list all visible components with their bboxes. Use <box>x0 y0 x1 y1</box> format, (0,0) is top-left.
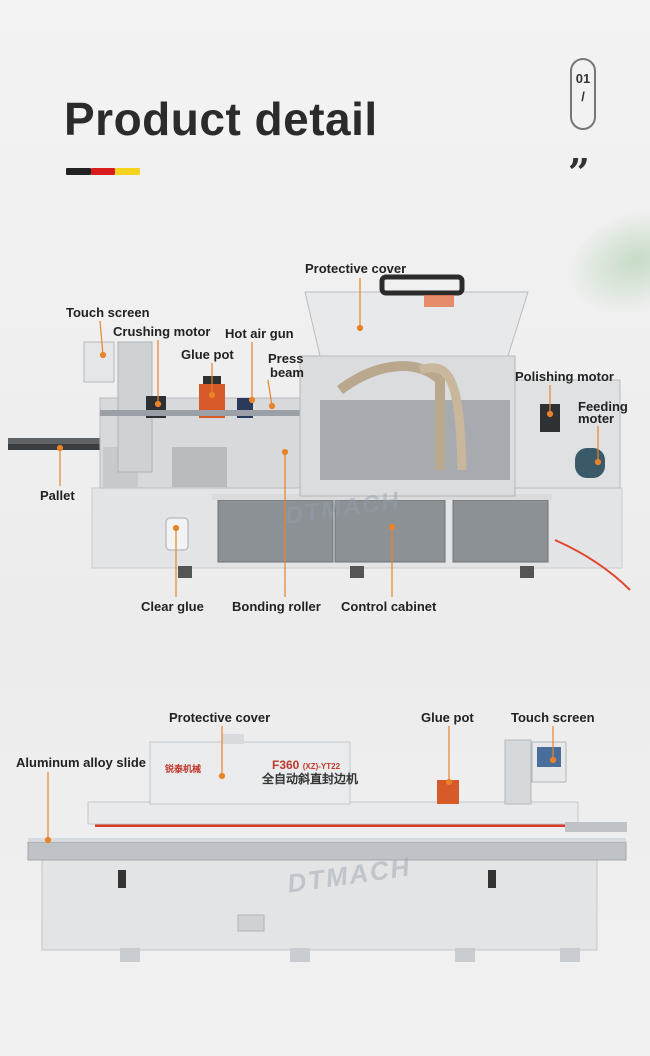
label-press-beam-1: Press <box>268 351 304 366</box>
label-glue-pot-1: Glue pot <box>181 347 234 362</box>
label-control-cabinet: Control cabinet <box>341 599 437 614</box>
quote-mark-icon: ” <box>568 150 590 195</box>
label-hot-air-gun: Hot air gun <box>225 326 294 341</box>
label-touch-screen-1: Touch screen <box>66 305 150 320</box>
label-protective-cover-2: Protective cover <box>169 710 271 725</box>
label-press-beam-2: beam <box>270 365 304 380</box>
machine2-chinese-name: 全自动斜直封边机 <box>262 772 359 786</box>
machine2-model-name: F360 <box>272 758 300 772</box>
edge-banding-machine-side <box>27 734 627 962</box>
label-feeding-motor-1: Feeding <box>578 399 628 414</box>
label-feeding-motor-2: moter <box>578 411 615 426</box>
label-pallet: Pallet <box>40 488 75 503</box>
label-bonding-roller: Bonding roller <box>232 599 321 614</box>
page-title: Product detail <box>64 93 378 145</box>
flag-black <box>66 168 91 175</box>
label-touch-screen-2: Touch screen <box>511 710 595 725</box>
label-crushing-motor: Crushing motor <box>113 324 211 339</box>
machine2-brand: 锐泰机械 <box>165 764 202 774</box>
label-glue-pot-2: Glue pot <box>421 710 474 725</box>
label-protective-cover-1: Protective cover <box>305 261 407 276</box>
label-polishing-motor: Polishing motor <box>515 369 614 384</box>
label-clear-glue: Clear glue <box>141 599 204 614</box>
flag-red <box>90 168 116 175</box>
page-number: 01 <box>575 71 591 86</box>
machine2-model: F360 (XZ)-YT22 <box>272 758 340 774</box>
machine2-model-suffix: (XZ)-YT22 <box>302 762 341 771</box>
page-indicator: 01 / <box>570 58 596 130</box>
page-slash: / <box>581 89 585 104</box>
edge-banding-machine-front <box>8 274 631 591</box>
flag-color-bar <box>66 168 141 175</box>
label-aluminum-slide: Aluminum alloy slide <box>16 755 147 770</box>
flag-yellow <box>115 168 141 175</box>
